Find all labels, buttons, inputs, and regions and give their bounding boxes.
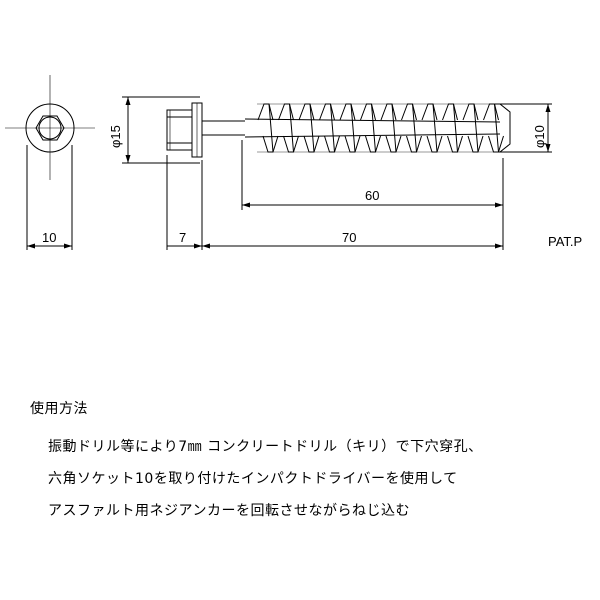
thread-crest-bottom (283, 135, 299, 153)
thread-crest-bottom (426, 135, 443, 153)
dim-thread-length (242, 202, 503, 208)
usage-title: 使用方法 (30, 401, 88, 417)
screw-side-view (166, 102, 511, 158)
thread-crest-top (278, 103, 294, 121)
usage-line-3: アスファルト用ネジアンカーを回転させながらねじ込む (48, 503, 410, 519)
thread-helix-line (289, 103, 294, 153)
thread-crest-bottom (467, 135, 484, 153)
dim-flange-dia-label: φ15 (108, 125, 123, 148)
thread-crest-top (380, 103, 397, 121)
dim-head-height-label: 7 (179, 230, 186, 245)
anchor-screw-technical-drawing: 10 φ15 φ10 (5, 75, 582, 250)
thread-helix-line (473, 103, 479, 153)
thread-helix-line (268, 103, 274, 153)
thread-crest-top (360, 103, 376, 121)
dim-head-and-total (167, 243, 503, 249)
thread-helix-line (391, 103, 397, 153)
thread-helix-line (432, 103, 438, 153)
dim-thread-dia-label: φ10 (532, 125, 547, 148)
usage-section: 使用方法 振動ドリル等により7㎜ コンクリートドリル（キリ）で下穴穿孔、 六角ソ… (30, 398, 590, 532)
thread-crest-top (483, 103, 499, 121)
side-extension-lines (166, 140, 504, 250)
dim-thread-diameter (495, 103, 552, 153)
hex-head-side (166, 109, 193, 151)
thread-helix-line (412, 103, 417, 153)
thread-helix-line (494, 103, 499, 153)
hex-head-end-view (5, 75, 95, 250)
thread-crests (257, 103, 504, 153)
thread-crest-top (421, 103, 438, 121)
thread-crest-bottom (365, 135, 381, 153)
thread-crest-bottom (303, 135, 320, 153)
thread-helix-line (350, 103, 356, 153)
dim-flange-diameter (122, 96, 200, 164)
thread-helix-line (453, 103, 458, 153)
thread-crest-top (462, 103, 479, 121)
thread-helix-line (330, 103, 335, 153)
thread-crest-top (319, 103, 335, 121)
thread-crest-top (339, 103, 356, 121)
dim-hex-width-label: 10 (42, 230, 56, 245)
thread-crest-top (401, 103, 417, 121)
dim-thread-length-label: 60 (365, 188, 379, 203)
thread-crest-bottom (344, 135, 361, 153)
thread-crest-top (298, 103, 315, 121)
thread-crest-top (257, 103, 274, 121)
thread-crest-bottom (324, 135, 340, 153)
thread-helix-line (309, 103, 315, 153)
thread-crest-bottom (447, 135, 463, 153)
usage-line-1: 振動ドリル等により7㎜ コンクリートドリル（キリ）で下穴穿孔、 (48, 439, 483, 455)
patent-mark: PAT.P (548, 234, 582, 249)
thread-crest-bottom (385, 135, 402, 153)
thread-crest-bottom (488, 135, 504, 153)
thread-crest-bottom (406, 135, 422, 153)
thread-crest-bottom (262, 135, 279, 153)
usage-line-2: 六角ソケット10を取り付けたインパクトドライバーを使用して (48, 471, 458, 487)
dim-total-length-label: 70 (342, 230, 356, 245)
thread-crest-top (442, 103, 458, 121)
thread-helix-line (371, 103, 376, 153)
